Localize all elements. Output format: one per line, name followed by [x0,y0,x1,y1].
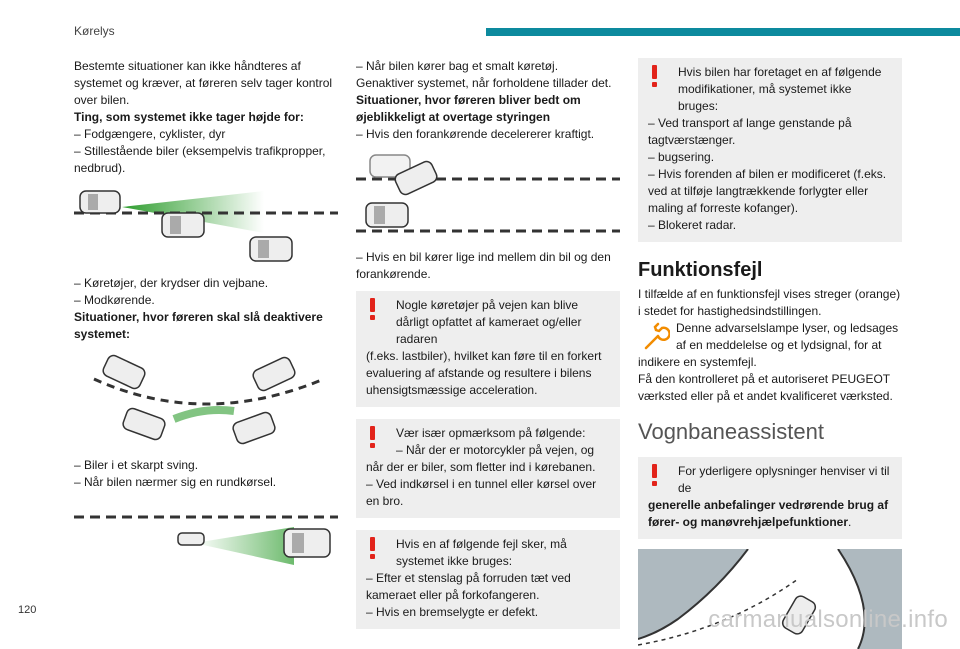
warning-icon [648,64,662,88]
note-text: – Når der er motorcykler på vejen, og [396,443,595,457]
car-icon [781,595,817,635]
car-icon [102,354,146,390]
note-text: når der er biler, som fletter ind i køre… [366,460,596,474]
warning-note-lane-assist: For yderligere oplysninger henviser vi t… [638,457,902,539]
car-icon [369,154,411,178]
body-text: Genaktiver systemet, når forholdene till… [356,76,612,90]
warning-icon [366,297,380,321]
column-1: Bestemte situationer kan ikke håndteres … [74,58,338,577]
note-text: . [848,515,852,529]
note-text: – Hvis en bremselygte er defekt. [366,605,539,619]
car-icon [161,212,205,238]
header-accent-bar [486,28,960,36]
body-text: Få den kontrolleret på et autoriseret PE… [638,372,893,403]
note-text: – Ved transport af lange genstande på ta… [648,116,852,147]
column-3: Hvis bilen har foretaget en af følgende … [638,58,902,649]
illustration-lane-assist [638,549,902,649]
fault-lamp-paragraph: Denne advarselslampe lyser, og ledsages … [638,320,902,371]
note-text: – bugsering. [648,150,715,164]
not-detected-heading: Ting, som systemet ikke tager højde for: [74,110,304,124]
warning-icon [366,425,380,449]
car-icon [249,236,293,262]
car-icon [394,160,438,196]
takeover-heading: Situationer, hvor føreren bliver bedt om… [356,93,581,124]
watermark: carmanualsonline.info [708,606,948,633]
list-item: – Køretøjer, der krydser din vejbane. [74,276,269,290]
note-text: For yderligere oplysninger henviser vi t… [678,464,890,495]
list-item: – Modkørende. [74,293,155,307]
note-text: – Hvis forenden af bilen er modificeret … [648,167,887,215]
note-text: (f.eks. lastbiler), hvilket kan føre til… [366,349,602,397]
list-item: – Hvis en bil kører lige ind mellem din … [356,250,611,281]
warning-note-faults: Hvis en af følgende fejl sker, må system… [356,530,620,629]
car-icon [365,202,409,228]
page-number: 120 [18,604,37,616]
car-icon [252,356,296,392]
illustration-sharp-bend [93,354,325,445]
illustration-deceleration [356,154,620,233]
note-text: Nogle køretøjer på vejen kan blive dårli… [396,298,582,346]
list-item: – Fodgængere, cyklister, dyr [74,127,226,141]
list-item: – Hvis den forankørende decelererer kraf… [356,127,595,141]
body-text: Denne advarselslampe lyser, og ledsages … [676,321,899,352]
list-item: – Stillestående biler (eksempelvis trafi… [74,144,326,175]
note-text: – Efter et stenslag på forruden tæt ved … [366,571,571,602]
list-item: – Når bilen nærmer sig en rundkørsel. [74,475,277,489]
note-text: Vær især opmærksom på følgende: [396,426,586,440]
note-text: – Ved indkørsel i en tunnel eller kørsel… [366,477,597,508]
running-header: Kørelys [74,24,115,38]
warning-note-modifications: Hvis bilen har foretaget en af følgende … [638,58,902,242]
note-text: Hvis en af følgende fejl sker, må system… [396,537,567,568]
column-2: – Når bilen kører bag et smalt køretøj. … [356,58,620,629]
intro-text: Bestemte situationer kan ikke håndteres … [74,59,333,107]
car-icon [232,411,276,445]
body-text: I tilfælde af en funktionsfejl vises str… [638,287,901,318]
wrench-icon [644,322,670,350]
illustration-motorcycle [74,515,338,565]
warning-note-attention: Vær især opmærksom på følgende: – Når de… [356,419,620,518]
car-icon [122,407,166,441]
note-text: Hvis bilen har foretaget en af følgende … [678,65,882,113]
warning-note-sensors: Nogle køretøjer på vejen kan blive dårli… [356,291,620,407]
list-item: – Biler i et skarpt sving. [74,458,199,472]
car-icon [79,190,121,214]
note-text-bold: generelle anbefalinger vedrørende brug a… [648,498,889,529]
warning-icon [648,463,662,487]
note-text: – Blokeret radar. [648,218,737,232]
body-text: indikere en systemfejl. [638,355,757,369]
illustration-stationary-cars [74,190,338,262]
deactivate-heading: Situationer, hvor føreren skal slå deakt… [74,310,323,341]
motorcycle-icon [177,532,205,546]
warning-icon [366,536,380,560]
section-heading-fault: Funktionsfejl [638,259,763,281]
car-icon [283,528,331,558]
section-heading-lane-assist: Vognbaneassistent [638,419,824,444]
list-item: – Når bilen kører bag et smalt køretøj. [356,59,559,73]
